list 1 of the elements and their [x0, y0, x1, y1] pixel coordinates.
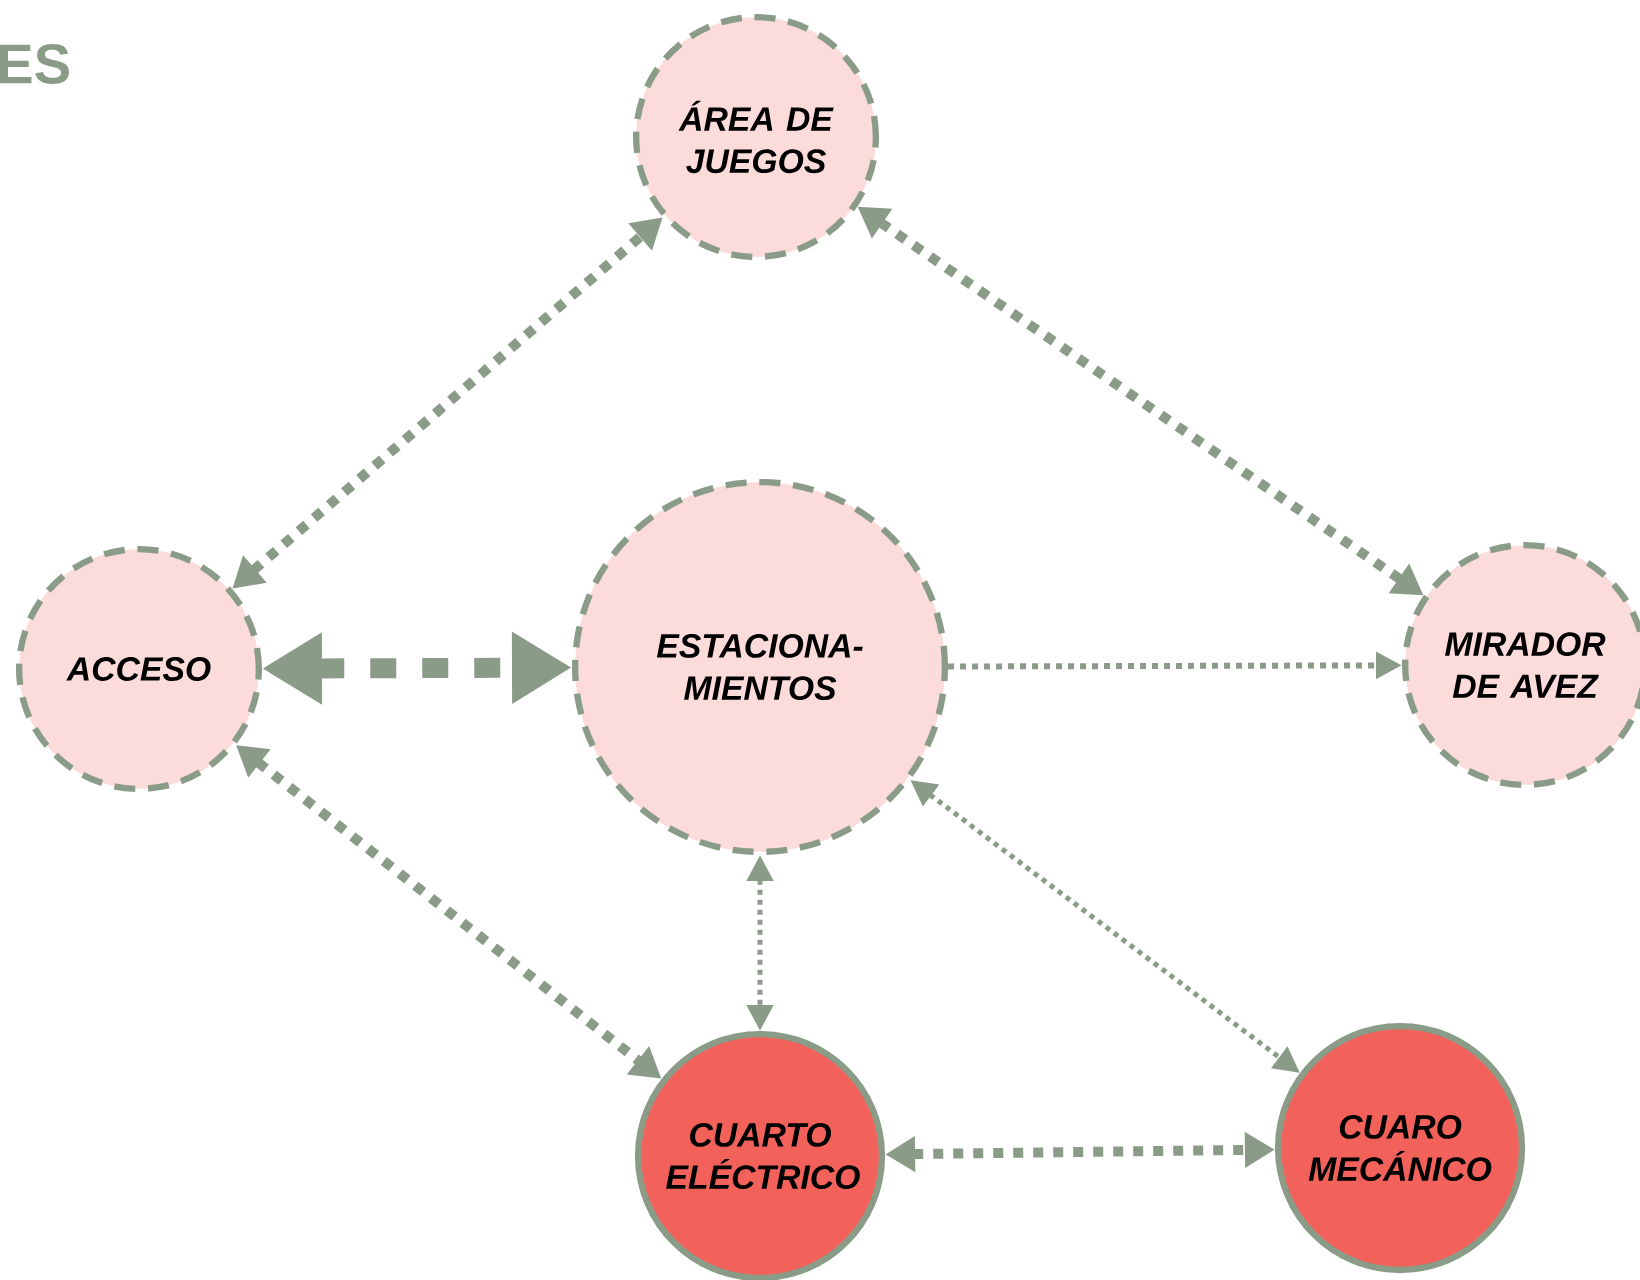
heading-text: ES — [0, 44, 69, 84]
